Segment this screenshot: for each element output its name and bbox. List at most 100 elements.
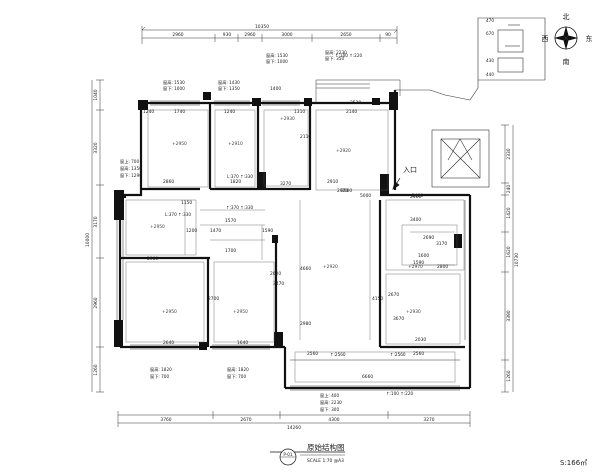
svg-text:3270: 3270 [280, 181, 291, 187]
svg-text:5000: 5000 [360, 193, 371, 199]
svg-text:2700: 2700 [208, 296, 219, 302]
compass-west: 西 [542, 35, 549, 43]
svg-text:1590: 1590 [413, 260, 424, 266]
ceiling-mark: +2970 [408, 264, 423, 270]
ceiling-mark: +2930 [280, 116, 295, 122]
svg-text:2520: 2520 [350, 100, 361, 106]
svg-text:1600: 1600 [418, 253, 429, 259]
right-dimension-lines [501, 124, 514, 393]
svg-text:窗高: 1530: 窗高: 1530 [266, 52, 288, 59]
svg-text:2690: 2690 [423, 235, 434, 241]
bottom-dim-4: 3270 [423, 417, 434, 423]
svg-text:窗下: 700: 窗下: 700 [227, 373, 246, 380]
svg-text:2030: 2030 [415, 337, 426, 343]
svg-text:1150: 1150 [181, 200, 192, 206]
svg-text:3470: 3470 [273, 281, 284, 287]
svg-text:2560: 2560 [413, 351, 424, 357]
left-dimension-lines [91, 79, 104, 393]
svg-text:1240: 1240 [143, 109, 154, 115]
svg-text:1310: 1310 [294, 109, 305, 115]
left-overall-dim: 10000 [85, 233, 91, 247]
top-overall-dim: 10350 [255, 24, 269, 30]
windows [116, 79, 466, 391]
svg-text:2860: 2860 [163, 179, 174, 185]
svg-text:1700: 1700 [225, 248, 236, 254]
window-note-2: 窗高: 1430 窗下: 1350 [218, 79, 240, 92]
svg-text:窗下: 350: 窗下: 350 [325, 55, 344, 62]
bottom-dim-1: 3760 [160, 417, 171, 423]
svg-text:1590: 1590 [262, 228, 273, 234]
compass-east: 东 [586, 34, 593, 43]
entrance-label: 入口 [403, 166, 417, 174]
floor-area: S:166㎡ [560, 459, 587, 467]
top-dim-1: 2960 [172, 32, 183, 38]
svg-text:窗下: 1000: 窗下: 1000 [163, 85, 185, 92]
ceiling-mark: +2930 [406, 309, 421, 315]
title-block [270, 448, 345, 466]
svg-text:3170: 3170 [436, 241, 447, 247]
ceiling-mark: +2920 [336, 148, 351, 154]
ceiling-mark: +2950 [150, 224, 165, 230]
svg-text:470: 470 [486, 18, 494, 23]
ceiling-mark: +2950 [172, 141, 187, 147]
svg-text:440: 440 [486, 72, 494, 77]
bottom-dim-2: 2670 [240, 417, 251, 423]
svg-text:窗下: 1290: 窗下: 1290 [120, 172, 142, 179]
left-dim-3: 3170 [93, 216, 99, 227]
svg-text:1820: 1820 [230, 179, 241, 185]
right-dim-2: 240 [506, 185, 512, 194]
svg-text:4150: 4150 [372, 296, 383, 302]
top-dim-4: 3000 [281, 32, 292, 38]
svg-text:窗高: 2230: 窗高: 2230 [325, 49, 347, 56]
svg-text:2400: 2400 [410, 194, 421, 200]
svg-text:1200: 1200 [186, 228, 197, 234]
svg-text:↑:100 ↑:220: ↑:100 ↑:220 [386, 391, 413, 396]
window-note-5: 窗上: 700 窗高: 1350 窗下: 1290 [120, 158, 142, 179]
ceiling-mark: +2950 [162, 309, 177, 315]
window-note-6: 窗高: 1820 窗下: 700 [150, 366, 172, 380]
svg-text:↑:2560: ↑:2560 [390, 352, 406, 357]
svg-text:窗下: 1000: 窗下: 1000 [266, 58, 288, 65]
interior-lines [125, 109, 465, 383]
beam-marks: L:370 ↑:330 ↑:370 ↑:330 L:370 ↑:330 ↑:10… [165, 53, 413, 396]
svg-text:窗下: 700: 窗下: 700 [150, 373, 169, 380]
svg-text:窗高: 1530: 窗高: 1530 [163, 79, 185, 86]
svg-text:1570: 1570 [225, 218, 236, 224]
svg-text:L:370 ↑:330: L:370 ↑:330 [165, 212, 191, 217]
svg-text:窗高: 1430: 窗高: 1430 [218, 79, 240, 86]
svg-text:3400: 3400 [410, 217, 421, 223]
window-note-8: 窗上: 400 窗高: 2230 窗下: 300 [320, 392, 342, 413]
svg-text:1470: 1470 [210, 228, 221, 234]
svg-text:1400: 1400 [270, 86, 281, 92]
svg-text:窗高: 1350: 窗高: 1350 [120, 165, 142, 172]
svg-text:窗下: 300: 窗下: 300 [320, 406, 339, 413]
window-note-1: 窗高: 1530 窗下: 1000 [163, 79, 185, 92]
right-overall-dim: 10730 [514, 253, 520, 267]
svg-text:窗高: 1820: 窗高: 1820 [227, 366, 249, 373]
drawing-scale: SCALE 1:70 @A3 [307, 458, 344, 464]
svg-text:↑:370 ↑:330: ↑:370 ↑:330 [226, 205, 253, 210]
right-dim-3: 1420 [506, 207, 512, 218]
sheet-id: P-01 [283, 452, 293, 457]
svg-text:2110: 2110 [300, 134, 311, 140]
svg-text:2980: 2980 [300, 321, 311, 327]
window-note-4: 窗高: 2230 窗下: 350 [325, 49, 347, 62]
ceiling-mark: +2910 [228, 141, 243, 147]
svg-text:窗高: 1820: 窗高: 1820 [150, 366, 172, 373]
bottom-overall-dim: 14260 [287, 425, 301, 431]
svg-text:2140: 2140 [346, 109, 357, 115]
svg-text:670: 670 [486, 31, 494, 36]
elevator-shaft [431, 129, 490, 188]
svg-text:窗高: 2230: 窗高: 2230 [320, 399, 342, 406]
svg-text:窗上: 400: 窗上: 400 [320, 392, 339, 399]
svg-text:窗上: 700: 窗上: 700 [120, 158, 139, 165]
svg-text:窗下: 1350: 窗下: 1350 [218, 85, 240, 92]
svg-text:↑:100 ↑:220: ↑:100 ↑:220 [335, 53, 362, 58]
svg-text:4660: 4660 [300, 266, 311, 272]
svg-text:2910: 2910 [327, 179, 338, 185]
svg-text:6660: 6660 [362, 374, 373, 380]
inner-dimensions: 1740 1240 1400 2140 2520 2110 2860 1820 … [143, 86, 448, 380]
entrance-arrow-icon [392, 177, 401, 190]
bottom-dimension-lines [117, 411, 471, 427]
